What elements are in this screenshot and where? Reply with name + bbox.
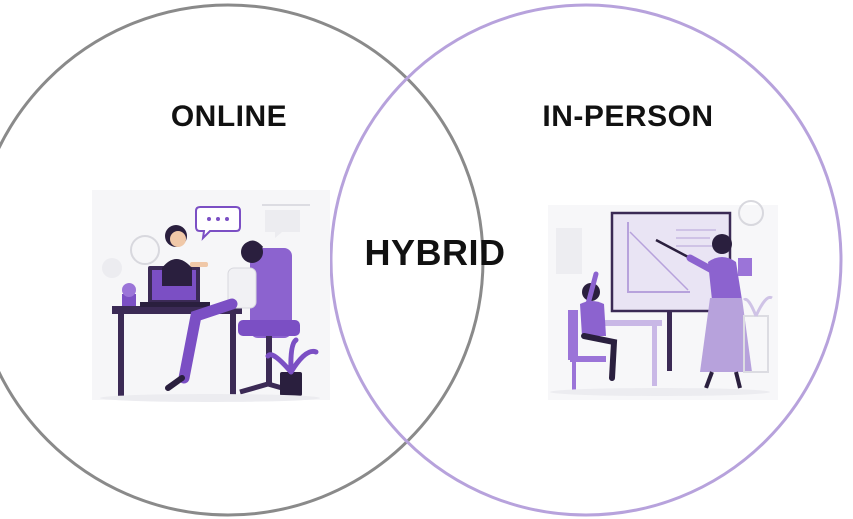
hybrid-label: HYBRID xyxy=(364,232,506,273)
online-tutoring-illustration xyxy=(92,190,330,402)
in-person-label: IN-PERSON xyxy=(542,100,714,133)
in-person-circle xyxy=(329,3,843,517)
online-circle xyxy=(0,3,485,517)
classroom-teacher-illustration xyxy=(548,200,778,400)
online-label: ONLINE xyxy=(170,100,288,133)
